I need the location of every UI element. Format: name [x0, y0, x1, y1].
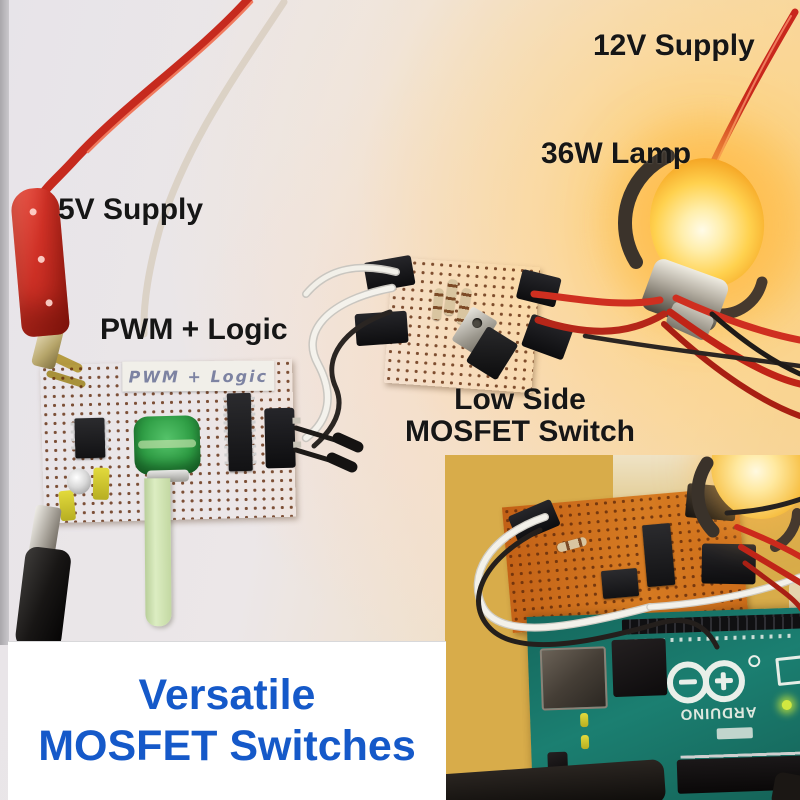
- ic-pins: [70, 422, 76, 455]
- label-pwm-logic: PWM + Logic: [100, 313, 288, 346]
- label-5v-supply: 5V Supply: [58, 193, 204, 226]
- caption-box: Versatile MOSFET Switches: [8, 642, 446, 800]
- label-12v-supply: 12V Supply: [593, 29, 755, 62]
- black-connector: [354, 310, 409, 347]
- arduino-brand-text: ARDUINO: [679, 703, 757, 723]
- yellow-capacitor: [58, 490, 77, 522]
- black-capacitor-block: [611, 638, 668, 698]
- inset-lamp-holder-arm: [770, 508, 800, 552]
- photo-left-edge: [0, 0, 9, 645]
- handwritten-label-text: PWM + Logic: [128, 366, 269, 387]
- registered-mark: [748, 654, 761, 668]
- clip-highlight: [37, 255, 46, 264]
- logo-right-circle: [702, 659, 746, 703]
- uno-label-box: [775, 652, 800, 687]
- power-led: [781, 699, 792, 711]
- handwritten-tape-label: PWM + Logic: [122, 360, 275, 392]
- to220-mounting-hole: [470, 316, 485, 330]
- arduino-logo: [666, 654, 767, 705]
- clip-highlight: [29, 208, 37, 216]
- label-low-side-line1: Low Side: [454, 383, 586, 416]
- clip-highlight: [45, 299, 53, 307]
- label-low-side-line2: MOSFET Switch: [404, 414, 635, 448]
- usb-port: [539, 646, 608, 711]
- black-connector: [701, 543, 757, 585]
- caption-line1: Versatile: [138, 671, 316, 719]
- mosfet-switch-board: [354, 254, 574, 394]
- label-36w-lamp: 36W Lamp: [541, 137, 692, 170]
- inset-photo: ARDUINO: [445, 455, 800, 800]
- potentiometer-shaft: [144, 478, 172, 627]
- label-low-side-mosfet: Low Side MOSFET Switch: [372, 384, 668, 447]
- ic-pins: [104, 421, 110, 454]
- connector-pin: [292, 417, 301, 424]
- dark-object: [770, 771, 800, 800]
- dip8-ic-chip: [70, 417, 110, 459]
- logo-minus: [678, 679, 698, 685]
- yellow-capacitor: [92, 467, 110, 500]
- pin-header-strip: [621, 613, 800, 635]
- connector-pin: [293, 441, 302, 448]
- pwm-logic-board: PWM + Logic: [39, 358, 302, 627]
- black-connector: [264, 407, 302, 469]
- dip16-ic-chip: [222, 392, 257, 472]
- potentiometer-band: [137, 439, 197, 449]
- dip8-ic-chip: [600, 568, 640, 600]
- ic-pins: [680, 750, 800, 760]
- dip-ic-chip: [642, 522, 676, 588]
- caption-line2: MOSFET Switches: [38, 722, 416, 770]
- ic-pins: [222, 397, 229, 468]
- logo-plus-v: [720, 672, 727, 691]
- silkscreen-box: [716, 727, 753, 740]
- yellow-component: [579, 712, 589, 728]
- yellow-component: [580, 734, 590, 750]
